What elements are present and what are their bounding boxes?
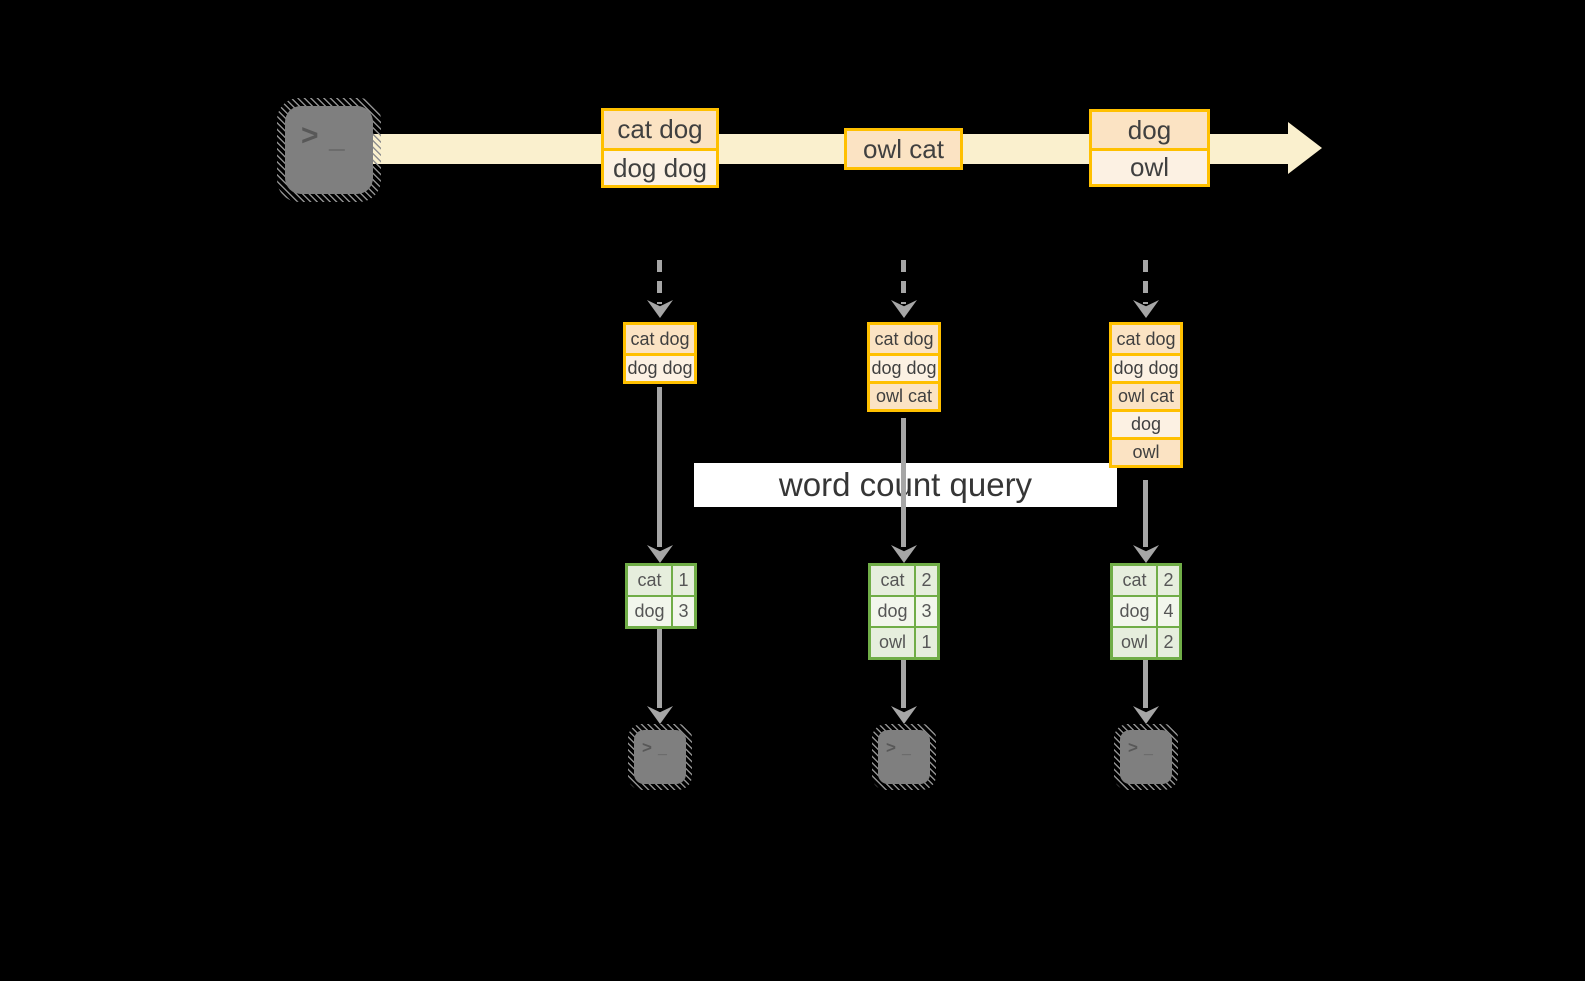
buffered-event: cat dog [1112, 325, 1180, 353]
buffered-events-stack-1: cat dog dog dog [623, 322, 697, 384]
terminal-prompt-underscore-icon: _ [902, 740, 911, 757]
arrow-head-stack-to-table-3 [1133, 545, 1159, 563]
count-cell: 1 [673, 566, 694, 595]
count-cell: 3 [916, 597, 937, 626]
buffered-event: cat dog [870, 325, 938, 353]
terminal-body: > _ [878, 730, 930, 784]
word-count-table-3: cat 2 dog 4 owl 2 [1110, 563, 1182, 660]
stream-event-line: cat dog [604, 111, 716, 148]
dashed-arrow-line-2 [901, 260, 906, 304]
buffered-event: owl cat [1112, 381, 1180, 409]
stream-event-line: dog [1092, 112, 1207, 148]
stream-event-box-2: owl cat [844, 128, 963, 170]
buffered-event: cat dog [626, 325, 694, 353]
buffered-event: dog dog [626, 353, 694, 381]
terminal-prompt-chevron-icon: > [886, 738, 896, 757]
buffered-events-stack-2: cat dog dog dog owl cat [867, 322, 941, 412]
stream-event-box-1: cat dog dog dog [601, 108, 719, 188]
count-cell: 3 [673, 597, 694, 626]
terminal-prompt-chevron-icon: > [642, 738, 652, 757]
word-cell: owl [871, 628, 914, 657]
word-cell: cat [871, 566, 914, 595]
terminal-prompt-chevron-icon: > [301, 119, 319, 152]
source-terminal-icon: > _ [277, 98, 381, 202]
word-count-table-1: cat 1 dog 3 [625, 563, 697, 629]
count-cell: 2 [916, 566, 937, 595]
arrow-head-table-to-sink-2 [891, 706, 917, 724]
count-cell: 4 [1158, 597, 1179, 626]
count-cell: 2 [1158, 566, 1179, 595]
buffered-events-stack-3: cat dog dog dog owl cat dog owl [1109, 322, 1183, 468]
count-cell: 2 [1158, 628, 1179, 657]
count-cell: 1 [916, 628, 937, 657]
word-cell: cat [628, 566, 671, 595]
terminal-body: > _ [1120, 730, 1172, 784]
sink-terminal-icon-1: > _ [628, 724, 692, 790]
stream-event-line: dog dog [604, 148, 716, 185]
arrow-line-table-to-sink-2 [901, 660, 906, 708]
arrow-head-stack-to-table-1 [647, 545, 673, 563]
word-cell: cat [1113, 566, 1156, 595]
terminal-body: > _ [634, 730, 686, 784]
word-cell: dog [1113, 597, 1156, 626]
arrow-head-stack-to-table-2 [891, 545, 917, 563]
buffered-event: dog dog [870, 353, 938, 381]
sink-terminal-icon-2: > _ [872, 724, 936, 790]
word-cell: dog [628, 597, 671, 626]
buffered-event: dog dog [1112, 353, 1180, 381]
terminal-prompt-underscore-icon: _ [1144, 740, 1153, 757]
stream-arrow-head [1288, 122, 1322, 174]
buffered-event: owl [1112, 437, 1180, 465]
stream-event-box-3: dog owl [1089, 109, 1210, 187]
buffered-event: owl cat [870, 381, 938, 409]
arrow-line-stack-to-table-3 [1143, 480, 1148, 547]
arrow-line-table-to-sink-1 [657, 629, 662, 708]
stream-event-line: owl [1092, 148, 1207, 184]
word-count-table-2: cat 2 dog 3 owl 1 [868, 563, 940, 660]
arrow-line-table-to-sink-3 [1143, 660, 1148, 708]
arrow-head-table-to-sink-3 [1133, 706, 1159, 724]
dashed-arrow-line-1 [657, 260, 662, 304]
terminal-prompt-underscore-icon: _ [658, 740, 667, 757]
terminal-body: > _ [285, 106, 373, 194]
dashed-arrow-line-3 [1143, 260, 1148, 304]
word-cell: dog [871, 597, 914, 626]
word-cell: owl [1113, 628, 1156, 657]
stream-event-line: owl cat [847, 131, 960, 167]
arrow-head-table-to-sink-1 [647, 706, 673, 724]
arrow-line-stack-to-table-2 [901, 418, 906, 547]
buffered-event: dog [1112, 409, 1180, 437]
terminal-prompt-chevron-icon: > [1128, 738, 1138, 757]
sink-terminal-icon-3: > _ [1114, 724, 1178, 790]
arrow-line-stack-to-table-1 [657, 387, 662, 547]
terminal-prompt-underscore-icon: _ [329, 122, 345, 153]
